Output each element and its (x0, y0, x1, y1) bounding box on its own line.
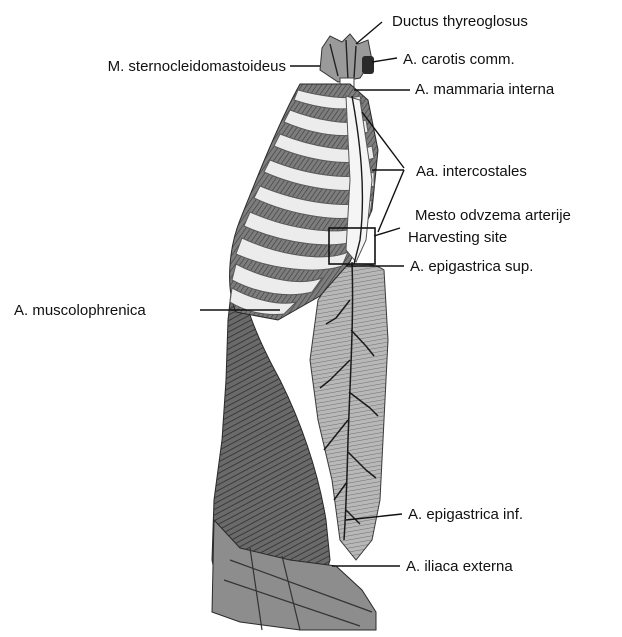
label-ductus-thyreoglosus: Ductus thyreoglosus (392, 13, 528, 30)
label-harvesting-site: Harvesting site (408, 229, 507, 246)
label-mesto-odvzema: Mesto odvzema arterije (415, 207, 571, 224)
label-muscolophrenica: A. muscolophrenica (14, 302, 146, 319)
label-sternocleidomastoideus: M. sternocleidomastoideus (108, 58, 286, 75)
label-epigastrica-sup: A. epigastrica sup. (410, 258, 533, 275)
label-carotis-comm: A. carotis comm. (403, 51, 515, 68)
anatomical-illustration (212, 34, 388, 630)
label-intercostales: Aa. intercostales (416, 163, 527, 180)
label-epigastrica-inf: A. epigastrica inf. (408, 506, 523, 523)
label-iliaca-externa: A. iliaca externa (406, 558, 513, 575)
label-mammaria-interna: A. mammaria interna (415, 81, 555, 98)
